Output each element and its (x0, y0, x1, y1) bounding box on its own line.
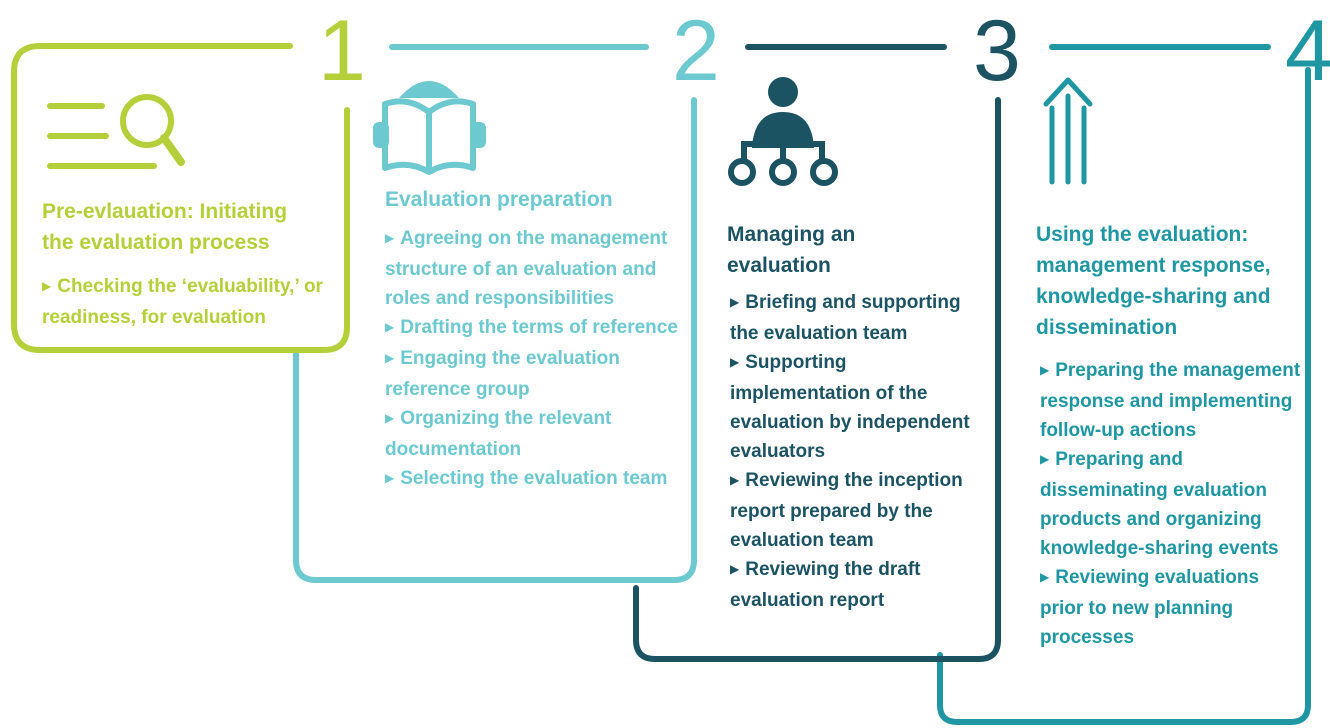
list-item: ▶Agreeing on the management structure of… (385, 228, 668, 309)
list-item: ▶Selecting the evaluation team (385, 468, 668, 489)
bullet-triangle-icon: ▶ (1040, 363, 1050, 377)
step-1-number: 1 (318, 3, 366, 99)
bullet-triangle-icon: ▶ (385, 471, 395, 485)
list-item: ▶Reviewing the draft evaluation report (730, 559, 921, 611)
step-4-title: Using the evaluation: management respons… (1036, 223, 1271, 339)
book-reader-icon (373, 81, 486, 175)
list-item: ▶Reviewing evaluations prior to new plan… (1040, 567, 1260, 648)
list-item: ▶Engaging the evaluation reference group (385, 348, 620, 400)
arrow-up-lines-icon (1043, 77, 1093, 185)
list-item: ▶Reviewing the inception report prepared… (730, 470, 963, 551)
step-1-items: ▶Checking the ‘evaluability,’ or readine… (42, 272, 340, 332)
step-4-items: ▶Preparing the management response and i… (1040, 356, 1302, 652)
search-list-icon (47, 94, 185, 169)
bullet-triangle-icon: ▶ (385, 231, 395, 245)
step-2-items: ▶Agreeing on the management structure of… (385, 224, 683, 495)
step-1-title: Pre-evlauation: Initiating the evaluatio… (42, 200, 288, 254)
bullet-triangle-icon: ▶ (730, 562, 740, 576)
list-item: ▶Organizing the relevant documentation (385, 408, 612, 460)
step-3-number: 3 (973, 3, 1021, 99)
step-3-frame (633, 44, 1001, 662)
bullet-triangle-icon: ▶ (42, 279, 52, 293)
step-2-number: 2 (672, 3, 720, 99)
bullet-triangle-icon: ▶ (1040, 570, 1050, 584)
list-item: ▶Checking the ‘evaluability,’ or readine… (42, 276, 323, 328)
step-1-frame (11, 43, 350, 353)
bullet-triangle-icon: ▶ (730, 355, 740, 369)
person-network-icon (728, 77, 838, 186)
bullet-triangle-icon: ▶ (385, 411, 395, 425)
bullet-triangle-icon: ▶ (385, 351, 395, 365)
step-4-number: 4 (1285, 3, 1330, 99)
step-4-frame (937, 44, 1311, 725)
list-item: ▶Preparing and disseminating evaluation … (1040, 449, 1279, 559)
step-2-title: Evaluation preparation (385, 188, 613, 211)
step-3-title: Managing an evaluation (727, 223, 856, 277)
list-item: ▶Briefing and supporting the evaluation … (730, 292, 961, 344)
bullet-triangle-icon: ▶ (730, 473, 740, 487)
bullet-triangle-icon: ▶ (1040, 452, 1050, 466)
step-3-items: ▶Briefing and supporting the evaluation … (730, 288, 992, 615)
bullet-triangle-icon: ▶ (730, 295, 740, 309)
list-item: ▶Preparing the management response and i… (1040, 360, 1301, 441)
list-item: ▶Drafting the terms of reference (385, 317, 678, 338)
bullet-triangle-icon: ▶ (385, 320, 395, 334)
step-2-frame (293, 44, 697, 583)
list-item: ▶Supporting implementation of the evalua… (730, 352, 970, 462)
